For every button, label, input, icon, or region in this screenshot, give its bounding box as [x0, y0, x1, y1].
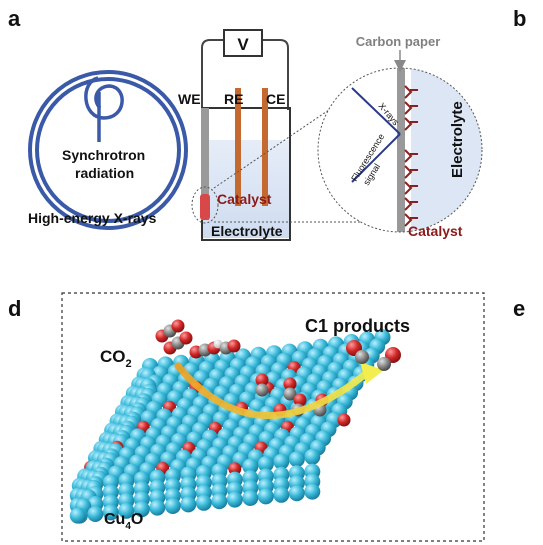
copper-atom — [257, 488, 274, 505]
oxygen-atom — [337, 413, 351, 427]
zoom-source-ellipse — [191, 186, 219, 224]
zoom-catalyst-label: Catalyst — [408, 223, 463, 239]
xray-beam — [351, 87, 401, 135]
catalyst-patch — [200, 194, 210, 220]
oxygen-atom — [293, 393, 307, 407]
copper-atom — [87, 506, 104, 522]
copper-atom — [273, 453, 290, 470]
copper-atom — [133, 501, 150, 518]
fluorescence-beam — [351, 133, 401, 183]
copper-atom — [304, 483, 321, 500]
oxygen-atom — [171, 319, 185, 333]
reaction-arrowhead — [360, 362, 384, 384]
copper-atom — [164, 498, 181, 514]
copper-atom — [304, 448, 321, 465]
copper-atom — [273, 486, 290, 503]
oxygen-atom — [228, 462, 242, 476]
electrochemical-cell — [200, 29, 291, 241]
copper-atom — [242, 458, 259, 475]
copper-atom — [195, 494, 212, 511]
synchrotron-label-line1: Synchrotron — [62, 147, 145, 163]
molecule — [283, 377, 297, 401]
ce-label: CE — [266, 91, 285, 107]
panel-label-b: b — [513, 6, 526, 31]
molecule — [155, 319, 185, 343]
molecule — [163, 331, 193, 355]
cu4o-label: Cu4O — [104, 511, 143, 532]
zoom-electrolyte-label: Electrolyte — [449, 101, 466, 178]
molecule — [337, 413, 351, 427]
electrolyte-label: Electrolyte — [211, 223, 283, 239]
zoom-line-top — [213, 77, 377, 189]
copper-atom — [257, 456, 274, 472]
molecule — [213, 339, 241, 355]
counter-electrode — [262, 88, 268, 206]
re-label: RE — [224, 91, 243, 107]
panel-label-d: d — [8, 296, 21, 321]
c1-products-label: C1 products — [305, 316, 410, 336]
reaction-arrow — [174, 362, 372, 419]
carbon-atom — [255, 383, 269, 397]
copper-atom — [211, 493, 228, 510]
xray-source-label: High-energy X-rays — [28, 210, 157, 226]
copper-atom — [102, 504, 119, 521]
copper-atom — [242, 490, 259, 506]
oxygen-atom — [227, 339, 241, 353]
carbon-paper-label: Carbon paper — [356, 34, 441, 49]
voltmeter-box — [223, 29, 263, 57]
copper-atom — [180, 496, 197, 513]
reference-electrode — [235, 88, 241, 206]
copper-atom — [288, 451, 305, 468]
panel-label-a: a — [8, 6, 21, 31]
copper-atom — [149, 499, 166, 516]
we-label: WE — [178, 91, 201, 107]
copper-atom — [226, 491, 243, 508]
catalyst-label: Catalyst — [217, 191, 272, 207]
copper-atom — [118, 502, 135, 519]
product-molecule-co — [346, 340, 369, 364]
oxygen-atom — [179, 331, 193, 345]
co2-label: CO2 — [100, 347, 132, 370]
copper-atom — [288, 485, 305, 502]
synchrotron-label-line2: radiation — [75, 165, 134, 181]
voltmeter-label: V — [237, 35, 249, 54]
oxygen-atom — [255, 373, 269, 387]
panel-label-e: e — [513, 296, 525, 321]
carbon-atom — [283, 387, 297, 401]
synchrotron-ring — [28, 70, 188, 230]
reaction-panel-frame — [61, 292, 485, 542]
copper-atom — [69, 507, 86, 524]
oxygen-atom — [283, 377, 297, 391]
product-molecule-co-2 — [377, 347, 401, 371]
molecule — [255, 373, 269, 397]
